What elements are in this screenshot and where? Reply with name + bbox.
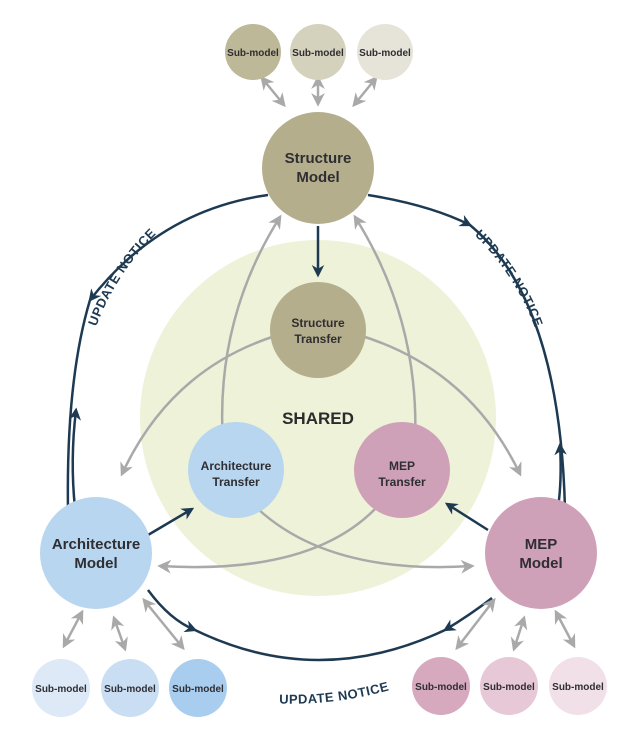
notice-arch-model-to-transfer (147, 507, 195, 537)
notice-arc-structure-to-right (367, 193, 473, 227)
notice-arc-arch-to-bottom (146, 589, 198, 633)
submodels-architecture: Sub-model Sub-model Sub-model (32, 659, 227, 717)
structure-model[interactable]: Structure Model (262, 112, 374, 224)
submodel-structure-3[interactable]: Sub-model (357, 24, 413, 80)
notice-arc-arch-up (68, 407, 82, 509)
arch-transfer-to-structure-model (220, 214, 282, 444)
mep-transfer[interactable]: MEP Transfer (354, 422, 450, 518)
svg-text:Structure: Structure (285, 150, 352, 167)
architecture-model[interactable]: Architecture Model (40, 497, 152, 609)
submodel-link-structure-3 (352, 75, 378, 108)
submodel-architecture-2[interactable]: Sub-model (101, 659, 159, 717)
svg-text:Transfer: Transfer (294, 332, 342, 346)
architecture-transfer[interactable]: Architecture Transfer (188, 422, 284, 518)
svg-text:Sub-model: Sub-model (359, 48, 411, 59)
svg-text:Architecture: Architecture (52, 536, 140, 553)
svg-text:Architecture: Architecture (201, 459, 272, 473)
mep-transfer-to-arch-model (157, 508, 376, 574)
svg-text:MEP: MEP (389, 459, 415, 473)
notice-mep-model-to-transfer (444, 502, 489, 532)
submodel-mep-3[interactable]: Sub-model (549, 657, 607, 715)
submodel-mep-2[interactable]: Sub-model (480, 657, 538, 715)
submodel-link-mep-1 (455, 597, 496, 651)
notice-arc-right-upper (469, 224, 567, 511)
svg-text:Sub-model: Sub-model (552, 682, 604, 693)
svg-text:Transfer: Transfer (378, 475, 426, 489)
exchange-arrows (62, 75, 576, 652)
submodels-mep: Sub-model Sub-model Sub-model (412, 657, 607, 715)
submodel-mep-1[interactable]: Sub-model (412, 657, 470, 715)
notice-arc-left-upper (66, 299, 92, 511)
svg-text:Sub-model: Sub-model (104, 684, 156, 695)
svg-text:Model: Model (74, 555, 117, 572)
svg-text:Sub-model: Sub-model (415, 682, 467, 693)
svg-text:Sub-model: Sub-model (292, 48, 344, 59)
submodel-architecture-3[interactable]: Sub-model (169, 659, 227, 717)
svg-text:Sub-model: Sub-model (483, 682, 535, 693)
svg-text:MEP: MEP (525, 536, 558, 553)
svg-text:Sub-model: Sub-model (172, 684, 224, 695)
submodels-structure: Sub-model Sub-model Sub-model (225, 24, 413, 80)
svg-text:Model: Model (296, 169, 339, 186)
update-notice-left: UPDATE NOTICE (85, 225, 159, 328)
update-notice-bottom: UPDATE NOTICE (279, 679, 390, 707)
svg-text:Structure: Structure (291, 316, 345, 330)
submodel-link-mep-3 (554, 609, 576, 649)
notice-arc-structure-to-left (88, 193, 269, 302)
notice-arc-bottom (194, 628, 446, 662)
structure-transfer[interactable]: Structure Transfer (270, 282, 366, 378)
structure-transfer-to-arch-model (120, 334, 276, 477)
svg-text:Model: Model (519, 555, 562, 572)
mep-transfer-to-structure-model (353, 214, 417, 444)
submodel-link-structure-1 (260, 75, 286, 108)
notice-arc-mep-up (554, 442, 567, 509)
svg-text:Sub-model: Sub-model (227, 48, 279, 59)
shared-label: SHARED (282, 409, 354, 428)
arch-transfer-to-mep-model (257, 508, 475, 574)
submodel-link-mep-2 (510, 615, 528, 652)
submodel-link-arch-2 (111, 615, 128, 652)
submodel-structure-2[interactable]: Sub-model (290, 24, 346, 80)
structure-transfer-to-mep-model (361, 334, 522, 477)
submodel-architecture-1[interactable]: Sub-model (32, 659, 90, 717)
submodel-link-arch-1 (62, 609, 84, 649)
update-notice-right: UPDATE NOTICE (472, 227, 546, 330)
submodel-link-arch-3 (142, 597, 185, 651)
svg-text:Sub-model: Sub-model (35, 684, 87, 695)
mep-model[interactable]: MEP Model (485, 497, 597, 609)
svg-text:Transfer: Transfer (212, 475, 260, 489)
submodel-structure-1[interactable]: Sub-model (225, 24, 281, 80)
notice-arc-mep-to-bottom (442, 597, 493, 632)
